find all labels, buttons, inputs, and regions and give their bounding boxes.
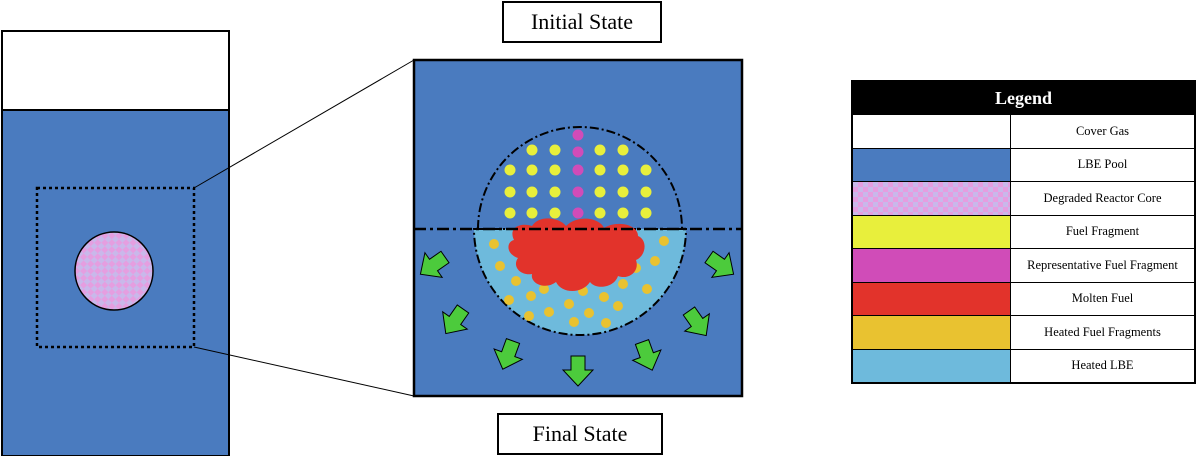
- legend-title: Legend: [853, 82, 1194, 114]
- zoom-line-bottom: [193, 346, 415, 397]
- representative-fuel-fragment: [572, 207, 584, 219]
- representative-fuel-fragment: [572, 186, 584, 198]
- zoom-panel: [412, 58, 744, 398]
- initial-state-label: Initial State: [502, 1, 662, 43]
- fuel-fragment: [504, 186, 516, 198]
- fuel-fragment: [504, 207, 516, 219]
- fuel-fragment: [526, 164, 538, 176]
- fuel-fragment: [526, 144, 538, 156]
- heated-fuel-fragments: [489, 236, 669, 328]
- zoom-region-box: [35, 186, 196, 349]
- heated-fuel-fragment: [584, 308, 594, 318]
- legend-label: Representative Fuel Fragment: [1027, 257, 1178, 272]
- legend-row: Heated Fuel Fragments: [853, 315, 1194, 349]
- molten-fuel-blob: [508, 218, 645, 291]
- fuel-fragment: [504, 164, 516, 176]
- legend-row: Heated LBE: [853, 348, 1194, 382]
- representative-fuel-fragment: [572, 129, 584, 141]
- heated-fuel-fragment: [564, 299, 574, 309]
- heat-arrow: [631, 338, 662, 371]
- heated-fuel-fragment: [504, 295, 514, 305]
- zoom-line-top: [193, 59, 415, 189]
- legend-label: Cover Gas: [1075, 123, 1130, 138]
- legend-swatch: [853, 349, 1011, 382]
- legend-row: Molten Fuel: [853, 281, 1194, 315]
- final-state-label: Final State: [497, 413, 663, 455]
- fuel-fragment: [640, 164, 652, 176]
- heated-fuel-fragment: [544, 307, 554, 317]
- heated-fuel-fragment: [613, 301, 623, 311]
- legend-row: Fuel Fragment: [853, 214, 1194, 248]
- legend-row: Degraded Reactor Core: [853, 181, 1194, 215]
- legend-label: LBE Pool: [1077, 157, 1128, 172]
- legend-swatch: [853, 148, 1011, 181]
- heated-fuel-fragment: [511, 276, 521, 286]
- fuel-fragment: [549, 164, 561, 176]
- legend-row: LBE Pool: [853, 147, 1194, 181]
- legend-label: Molten Fuel: [1071, 291, 1134, 306]
- heated-fuel-fragment: [599, 292, 609, 302]
- heated-fuel-fragment: [659, 236, 669, 246]
- heat-arrow: [493, 337, 524, 370]
- legend-row: Cover Gas: [853, 114, 1194, 148]
- legend-swatch: [853, 215, 1011, 248]
- representative-fuel-fragment: [572, 164, 584, 176]
- legend-label: Heated Fuel Fragments: [1044, 324, 1161, 339]
- legend-label: Heated LBE: [1071, 358, 1134, 373]
- fuel-fragment: [526, 186, 538, 198]
- heat-flow-arrows: [419, 250, 735, 387]
- reactor-tank: [1, 30, 230, 456]
- heated-fuel-fragment: [618, 279, 628, 289]
- fuel-fragment: [594, 144, 606, 156]
- legend-swatch: [853, 182, 1011, 215]
- heated-fuel-fragment: [524, 311, 534, 321]
- heat-arrow: [442, 304, 470, 335]
- fuel-fragment: [617, 186, 629, 198]
- fuel-fragment: [549, 186, 561, 198]
- legend-swatch: [853, 115, 1011, 148]
- heated-fuel-fragment: [495, 261, 505, 271]
- representative-fuel-fragment: [572, 146, 584, 158]
- fuel-fragment: [617, 144, 629, 156]
- fuel-fragment: [617, 164, 629, 176]
- fuel-fragment: [549, 144, 561, 156]
- legend-swatch: [853, 282, 1011, 315]
- legend-row: Representative Fuel Fragment: [853, 248, 1194, 282]
- heat-arrow: [682, 306, 710, 337]
- fuel-fragment: [526, 207, 538, 219]
- initial-core-boundary: [477, 126, 683, 230]
- fuel-fragment: [594, 207, 606, 219]
- heat-arrow: [704, 250, 735, 278]
- heat-arrow: [419, 250, 450, 278]
- heat-arrow: [561, 355, 595, 387]
- heated-fuel-fragment: [526, 291, 536, 301]
- degraded-core: [74, 231, 154, 311]
- fuel-fragment: [640, 186, 652, 198]
- heated-fuel-fragment: [650, 256, 660, 266]
- fuel-fragment: [594, 186, 606, 198]
- fuel-fragment: [617, 207, 629, 219]
- legend-label: Fuel Fragment: [1065, 224, 1140, 239]
- fuel-fragment: [640, 207, 652, 219]
- legend-label: Degraded Reactor Core: [1043, 190, 1162, 205]
- fuel-fragments-initial: [504, 129, 652, 219]
- cover-gas-region: [1, 30, 230, 111]
- fuel-fragment: [594, 164, 606, 176]
- legend-swatch: [853, 249, 1011, 282]
- heated-fuel-fragment: [489, 239, 499, 249]
- legend-swatch: [853, 316, 1011, 349]
- heated-fuel-fragment: [539, 284, 549, 294]
- heated-fuel-fragment: [569, 317, 579, 327]
- heated-fuel-fragment: [601, 318, 611, 328]
- heated-fuel-fragment: [642, 284, 652, 294]
- fuel-fragment: [549, 207, 561, 219]
